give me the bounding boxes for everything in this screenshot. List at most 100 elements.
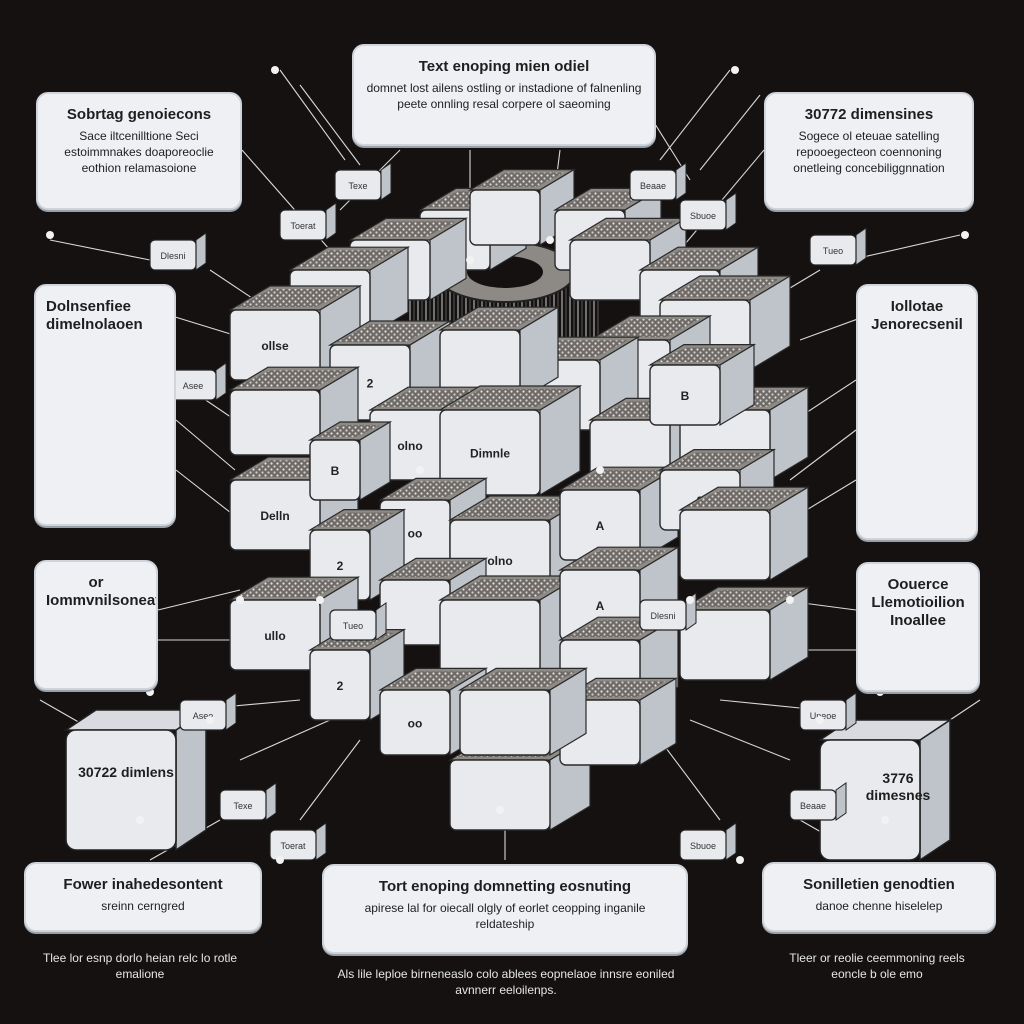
tensor-block [437,574,583,682]
callout-bottom-right: Sonilletien genodtien danoe chenne hisel… [762,862,996,932]
side-block-right-label: 3776 dimesnes [865,770,931,803]
callout-title: Oouerce Llemotioilion Inoallee [871,576,965,629]
tensor-block [677,586,811,682]
callout-bottom-center: Tort enoping domnetting eosnuting apires… [322,864,688,954]
node-dot [136,816,144,824]
node-dot [786,596,794,604]
node-dot [546,236,554,244]
callout-top-left: Sobrtag genoiecons Sace iltcenilltione S… [36,92,242,210]
floating-tag: Dlesni [149,232,207,271]
caption-bottom-right: Tleer or reolie ceemmoning reels eoncle … [789,951,965,981]
connector-line [689,719,791,761]
callout-body: domnet lost ailens ostling or instadione… [366,81,642,111]
tag-label: Sbuoe [690,211,716,221]
side-block-left-label: 30722 dimlens [78,764,174,780]
tag-label: Sbuoe [690,841,716,851]
callout-title: or Iommvnilsoneat [46,574,158,609]
node-dot [596,466,604,474]
callout-lower-left: or Iommvnilsoneat [34,560,158,690]
callout-mid-left: Dolnsenfiee dimelnolaoen [34,284,176,526]
node-dot [46,231,54,239]
tag-label: Uneoe [810,711,837,721]
node-dot [736,856,744,864]
connector-line [659,739,721,821]
callout-lower-right: Oouerce Llemotioilion Inoallee [856,562,980,692]
block-label: A [596,519,605,533]
connector-line [157,589,241,611]
caption-bottom-center: Als lile leploe birneneaslo colo ablees … [337,967,675,997]
node-dot [271,66,279,74]
tag-label: Toerat [280,841,306,851]
floating-tag: Beaae [789,782,847,821]
callout-title: Tort enoping domnetting eosnuting [378,878,632,895]
block-label: oo [408,717,423,731]
tensor-block [677,486,811,582]
connector-line [299,84,361,166]
floating-tag: Sbuoe [679,822,737,861]
node-dot [686,596,694,604]
tag-label: Beaae [800,801,826,811]
node-dot [496,806,504,814]
tensor-block: Dimnle [437,384,583,497]
tag-label: Tueo [823,246,843,256]
block-label: 2 [337,559,344,573]
callout-body: Sogece ol eteuae satelling repooegecteon… [793,129,945,175]
node-dot [206,716,214,724]
connector-line [299,739,361,821]
callout-mid-right: Iollotae Jenorecsenil [856,284,978,540]
block-label: oo [408,527,423,541]
floating-tag: Tueo [329,602,387,641]
tag-label: Tueo [343,621,363,631]
block-label: Delln [260,509,289,523]
tag-label: Beaae [640,181,666,191]
floating-tag: Toerat [279,202,337,241]
callout-title: Dolnsenfiee dimelnolaoen [46,298,143,333]
callout-bottom-left: Fower inahedesontent sreinn cerngred [24,862,262,932]
floating-tag: Tueo [809,227,867,266]
block-label: ollse [261,339,289,353]
node-dot [961,231,969,239]
connector-line [239,719,331,761]
connector-line [659,69,731,161]
node-dot [466,256,474,264]
connector-line [49,239,151,261]
tag-label: Texe [233,801,252,811]
tensor-block: B [307,420,393,502]
block-label: 2 [337,679,344,693]
tag-label: Texe [348,181,367,191]
node-dot [276,856,284,864]
floating-tag: Texe [219,782,277,821]
callout-title: Text enoping mien odiel [418,58,590,75]
callout-title: Iollotae Jenorecsenil [871,298,963,333]
callout-body: sreinn cerngred [101,899,185,913]
tensor-block [467,168,577,247]
connector-line [699,94,761,171]
tag-label: Dlesni [160,251,185,261]
connector-line [849,234,961,261]
floating-tag: Asee [179,692,237,731]
node-dot [881,816,889,824]
node-dot [416,466,424,474]
tensor-block: B [647,343,757,427]
callout-body: danoe chenne hiselelep [815,899,943,913]
callout-body: Sace iltcenilltione Seci estoimmnakes do… [64,129,214,175]
tag-label: Toerat [290,221,316,231]
callout-top-center: Text enoping mien odiel domnet lost aile… [352,44,656,146]
block-label: olno [397,439,422,453]
block-label: B [331,464,340,478]
caption-bottom-left: Tlee lor esnp dorlo heian relc lo rotle … [42,951,238,981]
floating-tag: Beaae [629,162,687,201]
connector-line [175,419,236,471]
block-label: A [596,599,605,613]
node-dot [316,596,324,604]
callout-title: Sobrtag genoiecons [66,106,212,123]
callout-title: Sonilletien genodtien [803,876,955,893]
node-dot [816,716,824,724]
tag-label: Asee [193,711,214,721]
callout-title: Fower inahedesontent [63,876,223,893]
block-label: olno [487,554,512,568]
node-dot [236,596,244,604]
block-label: B [681,389,690,403]
